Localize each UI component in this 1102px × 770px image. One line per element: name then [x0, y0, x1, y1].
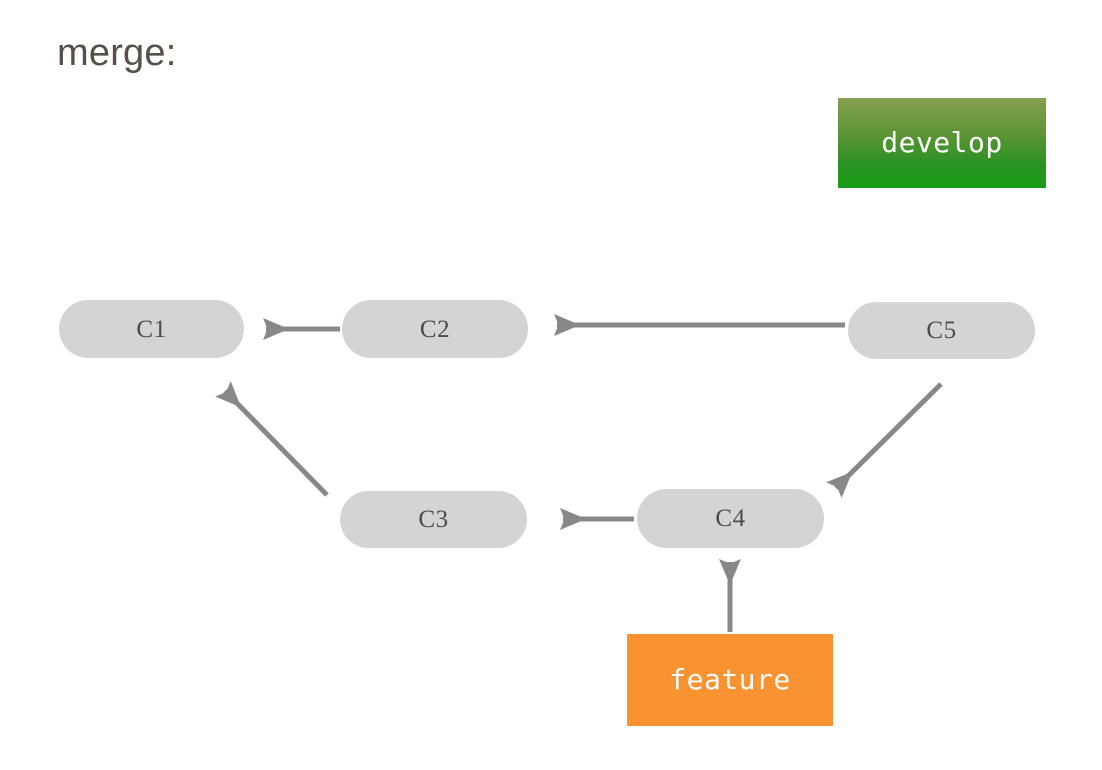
branch-develop-text: develop — [881, 126, 1003, 159]
edge-c3-to-c1 — [215, 381, 329, 497]
edge-c5-to-c4 — [826, 382, 943, 498]
commit-node-c1[interactable]: C1 — [59, 300, 244, 358]
commit-label-c3: C3 — [418, 506, 449, 533]
branch-feature-text: feature — [669, 663, 791, 696]
commit-label-c4: C4 — [715, 505, 746, 532]
commit-node-c5[interactable]: C5 — [848, 302, 1035, 359]
page-title: merge: — [57, 32, 177, 74]
commit-node-c2[interactable]: C2 — [342, 300, 528, 358]
commit-node-c4[interactable]: C4 — [637, 489, 824, 548]
commit-label-c2: C2 — [419, 315, 451, 343]
branch-label-feature[interactable]: feature — [627, 634, 833, 726]
commit-label-c5: C5 — [926, 317, 957, 344]
commit-node-c3[interactable]: C3 — [340, 491, 527, 548]
branch-label-develop[interactable]: develop — [838, 98, 1046, 188]
commit-label-c1: C1 — [136, 315, 167, 343]
